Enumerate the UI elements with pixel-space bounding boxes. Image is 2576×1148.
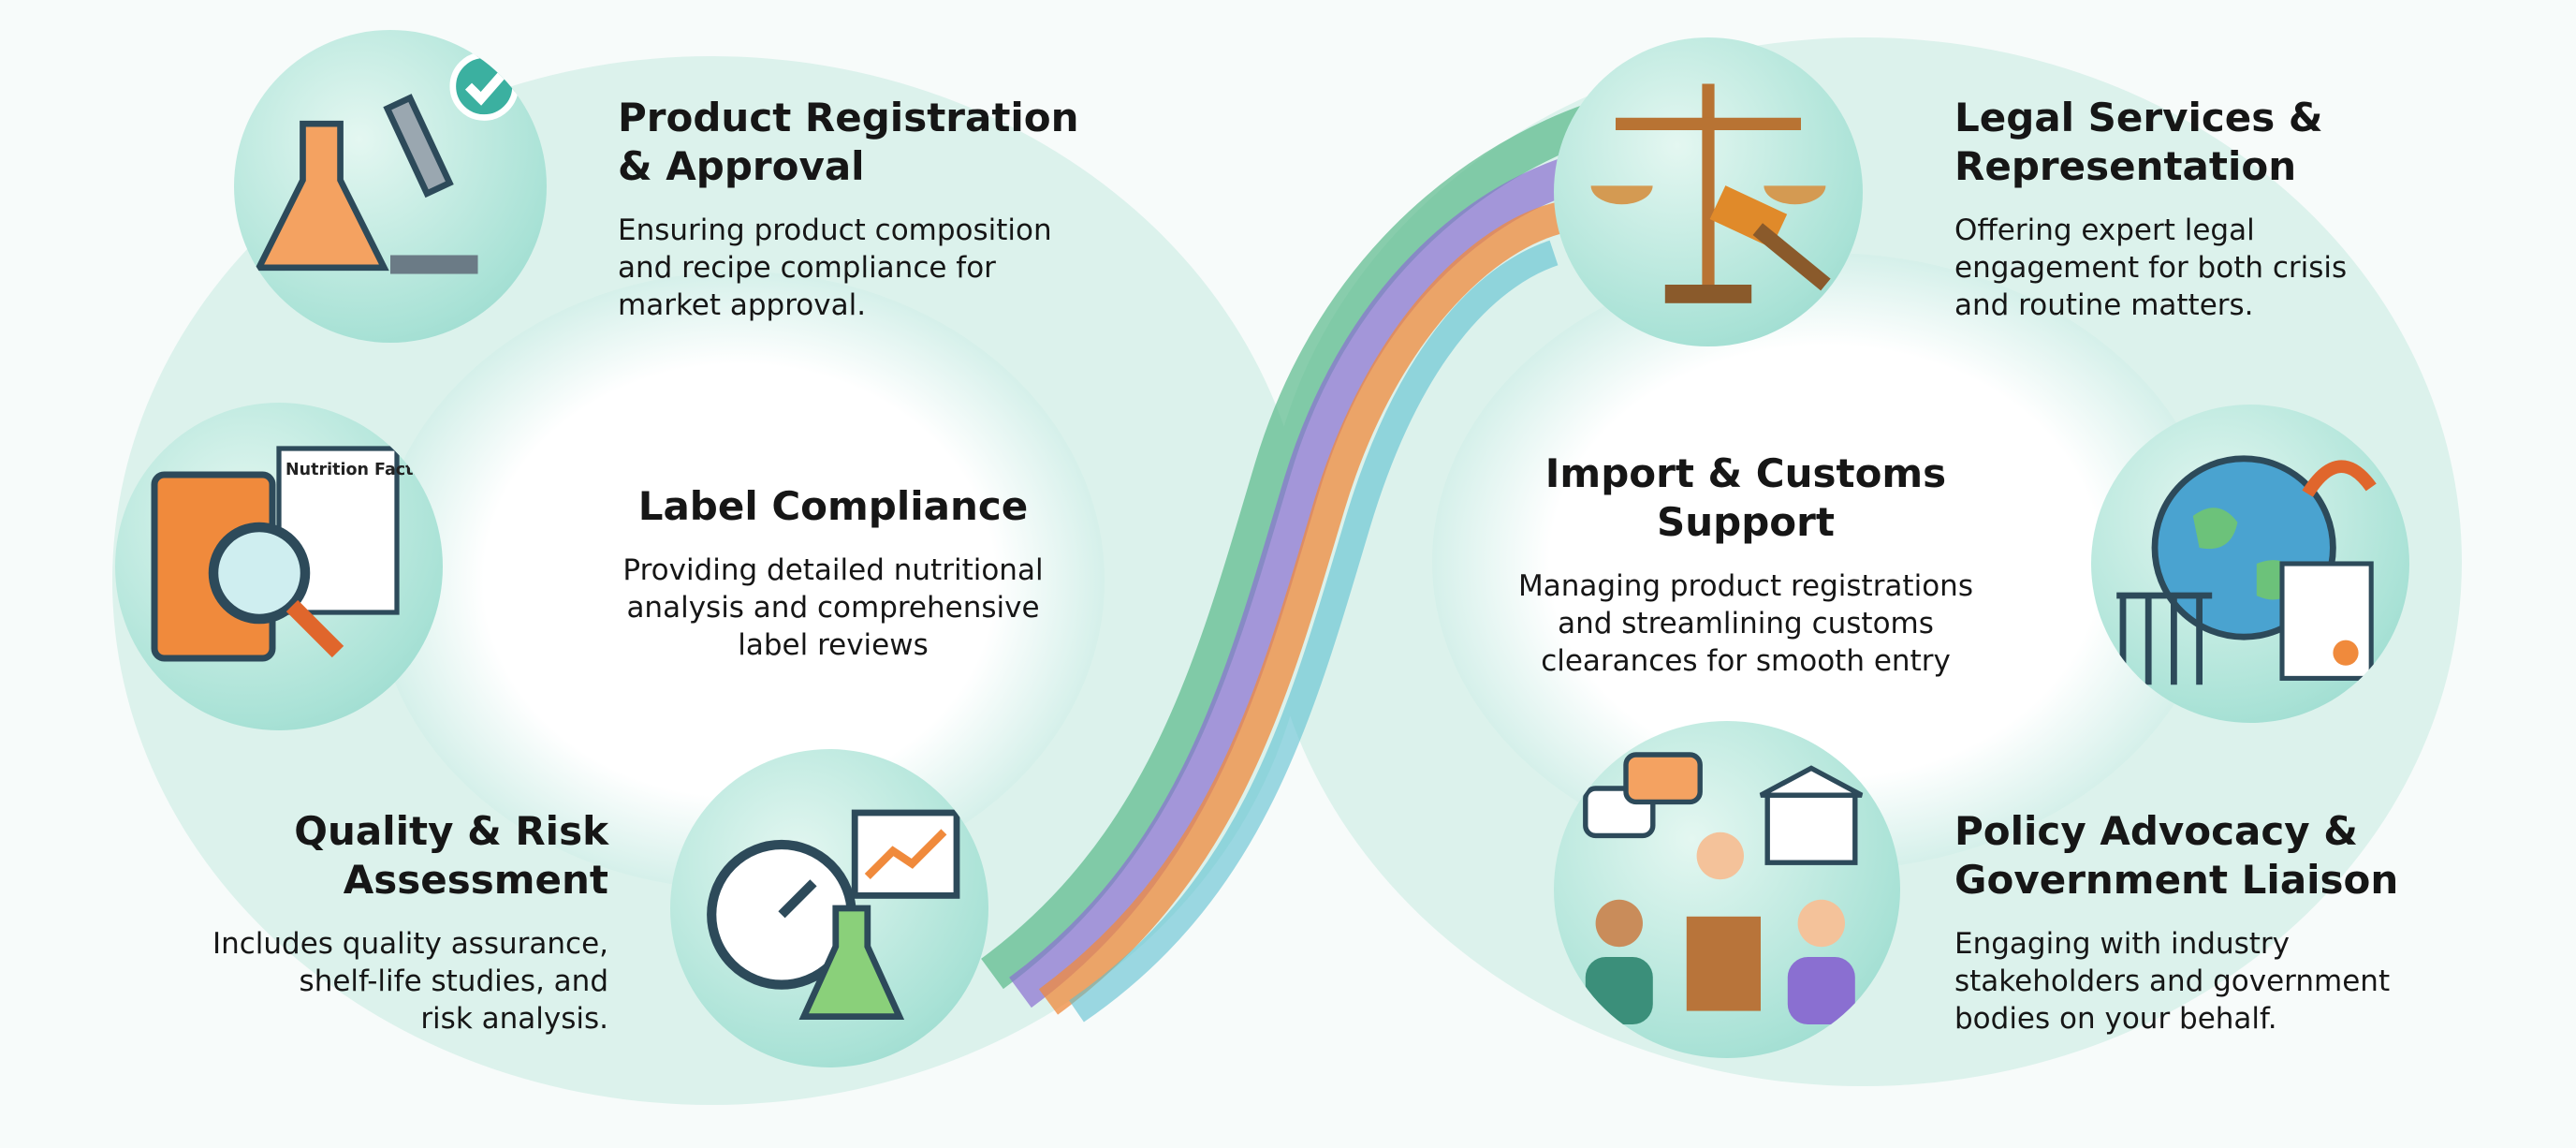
service-title: Product Registration& Approval xyxy=(618,95,1079,189)
nutrition-facts-label: Nutrition Facts xyxy=(285,461,423,479)
product-registration-icon-circle xyxy=(234,30,547,343)
legal-services-icon-circle xyxy=(1554,37,1863,346)
globe-document-gate-icon xyxy=(2116,455,2377,685)
import-customs-icon-circle xyxy=(2091,405,2409,723)
service-label-compliance: Label Compliance Providing detailed nutr… xyxy=(562,482,1105,664)
stopwatch-flask-chart-icon xyxy=(707,809,960,1020)
quality-risk-icon-circle xyxy=(670,749,988,1067)
service-legal-services: Legal Services &Representation Offering … xyxy=(1954,94,2441,324)
lab-microscope-checkmark-icon xyxy=(254,52,519,274)
scales-gavel-icon xyxy=(1590,83,1831,303)
label-compliance-icon-circle: Nutrition Facts xyxy=(115,403,443,730)
service-title: Policy Advocacy &Government Liaison xyxy=(1954,808,2399,903)
policy-advocacy-icon-circle xyxy=(1554,721,1900,1058)
podium-people-government-icon xyxy=(1583,752,1864,1024)
service-policy-advocacy: Policy Advocacy &Government Liaison Enga… xyxy=(1954,807,2516,1038)
label-magnifier-icon: Nutrition Facts xyxy=(151,446,423,662)
service-title: Legal Services &Representation xyxy=(1954,95,2323,189)
service-title: Label Compliance xyxy=(637,483,1029,529)
service-description: Includes quality assurance,shelf-life st… xyxy=(212,927,608,1036)
service-product-registration: Product Registration& Approval Ensuring … xyxy=(618,94,1142,324)
